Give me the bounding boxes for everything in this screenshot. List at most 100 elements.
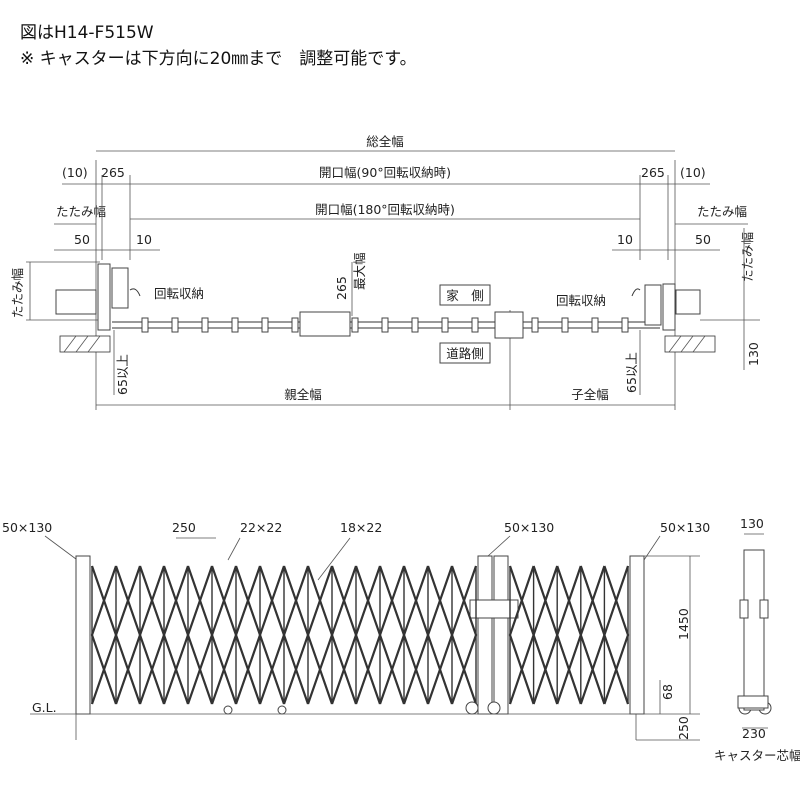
rail-tick	[351, 317, 359, 333]
lattice-bar	[258, 565, 286, 705]
dim-230-label: 230	[742, 726, 766, 741]
opening-90-label: 開口幅(90°回転収納時)	[319, 165, 451, 180]
rotate-left-label: 回転収納	[154, 286, 204, 301]
bar-18x22-label: 18×22	[340, 520, 382, 535]
lattice-bar	[556, 565, 582, 705]
lattice-bar	[282, 565, 310, 705]
lattice-bar	[306, 565, 334, 705]
total-width-label: 総全幅	[366, 134, 404, 149]
left-10b-label: 10	[136, 232, 152, 247]
rail-tick	[261, 317, 269, 333]
lattice-bar	[579, 565, 606, 705]
center-post-right	[493, 555, 509, 715]
rail-tick	[441, 317, 449, 333]
lattice-bar	[579, 565, 606, 705]
fold-width-v-right-label: たたみ幅	[740, 232, 755, 282]
dim-265-v-label: 265	[334, 276, 349, 300]
caster-note: ※ キャスターは下方向に20㎜まで 調整可能です。	[20, 49, 417, 69]
min-65-left-label: 65以上	[115, 354, 130, 395]
lattice-bar	[162, 565, 190, 705]
right-10b-label: 10	[617, 232, 633, 247]
rail-tick	[171, 317, 179, 333]
min-65-right-label: 65以上	[624, 352, 639, 393]
lattice-bar	[114, 565, 142, 705]
lattice-bar	[234, 565, 262, 705]
rail-tick	[141, 317, 149, 333]
model-title: 図はH14-F515W	[20, 23, 154, 43]
center-latch	[469, 599, 519, 619]
lattice-bar	[508, 565, 535, 705]
height-1450-label: 1450	[676, 608, 691, 640]
rail-tick	[201, 317, 209, 333]
rail-tick	[381, 317, 389, 333]
lattice-bar	[210, 565, 238, 705]
bar-22x22-label: 22×22	[240, 520, 282, 535]
ground-right	[664, 335, 716, 353]
dim-68-label: 68	[660, 684, 675, 700]
fold-width-right-label: たたみ幅	[697, 204, 747, 219]
plan-view: 総全幅 開口幅(90°回転収納時) (10) 265 265 (10) 開口幅(…	[10, 134, 761, 410]
left-post	[75, 555, 91, 715]
center-post-left	[477, 555, 493, 715]
parent-width-label: 親全幅	[284, 387, 322, 402]
lattice-bar	[402, 565, 430, 705]
post-mid-label: 50×130	[504, 520, 554, 535]
lattice-bar	[306, 565, 334, 705]
lattice-bar	[556, 565, 582, 705]
lattice-bar	[210, 565, 238, 705]
lattice-bar	[258, 565, 286, 705]
rail-tick	[471, 317, 479, 333]
rail-tick	[591, 317, 599, 333]
lattice-bar	[282, 565, 310, 705]
gl-label: G.L.	[32, 700, 57, 715]
lattice-bar	[354, 565, 382, 705]
fold-width-left-label: たたみ幅	[56, 204, 106, 219]
rail-tick	[621, 317, 629, 333]
lattice-bar	[426, 565, 454, 705]
left-50-label: 50	[74, 232, 90, 247]
lattice-bar	[354, 565, 382, 705]
lattice-bar	[186, 565, 214, 705]
lattice-bar	[402, 565, 430, 705]
rotate-right-label: 回転収納	[556, 293, 606, 308]
side-130-label: 130	[740, 516, 764, 531]
house-side-box	[439, 284, 491, 306]
left-10-label: (10)	[62, 165, 88, 180]
opening-180-label: 開口幅(180°回転収納時)	[315, 202, 455, 217]
road-side-box	[439, 342, 491, 364]
lattice-bar	[378, 565, 406, 705]
right-post	[629, 555, 645, 715]
caster-center-label: キャスター芯幅	[714, 748, 800, 763]
post-right-label: 50×130	[660, 520, 710, 535]
left-265-label: 265	[101, 165, 125, 180]
rail-tick	[561, 317, 569, 333]
lattice-bar	[603, 565, 630, 705]
elevation-view: 50×130 250 22×22 18×22 50×130 50×130 130	[2, 516, 800, 763]
rail-tick	[531, 317, 539, 333]
child-width-label: 子全幅	[571, 387, 609, 402]
post-left-label: 50×130	[2, 520, 52, 535]
lattice-bar	[234, 565, 262, 705]
pitch-250-label: 250	[172, 520, 196, 535]
lattice-bar	[450, 565, 478, 705]
lattice-bar	[90, 565, 118, 705]
lattice-bar	[378, 565, 406, 705]
rail-tick	[231, 317, 239, 333]
lattice-bar	[114, 565, 142, 705]
lattice-bar	[186, 565, 214, 705]
lattice-bar	[138, 565, 166, 705]
lattice-bar	[532, 565, 559, 705]
lattice-bar	[508, 565, 535, 705]
max-width-label: 最大幅	[352, 252, 367, 290]
lattice-bar	[603, 565, 630, 705]
lattice-bar	[138, 565, 166, 705]
fold-width-v-left-label: たたみ幅	[10, 268, 25, 318]
rail-tick	[411, 317, 419, 333]
lattice-bar	[450, 565, 478, 705]
lattice-bar	[162, 565, 190, 705]
road-side-label: 道路側	[446, 346, 484, 361]
lattice-bar	[330, 565, 358, 705]
right-50-label: 50	[695, 232, 711, 247]
